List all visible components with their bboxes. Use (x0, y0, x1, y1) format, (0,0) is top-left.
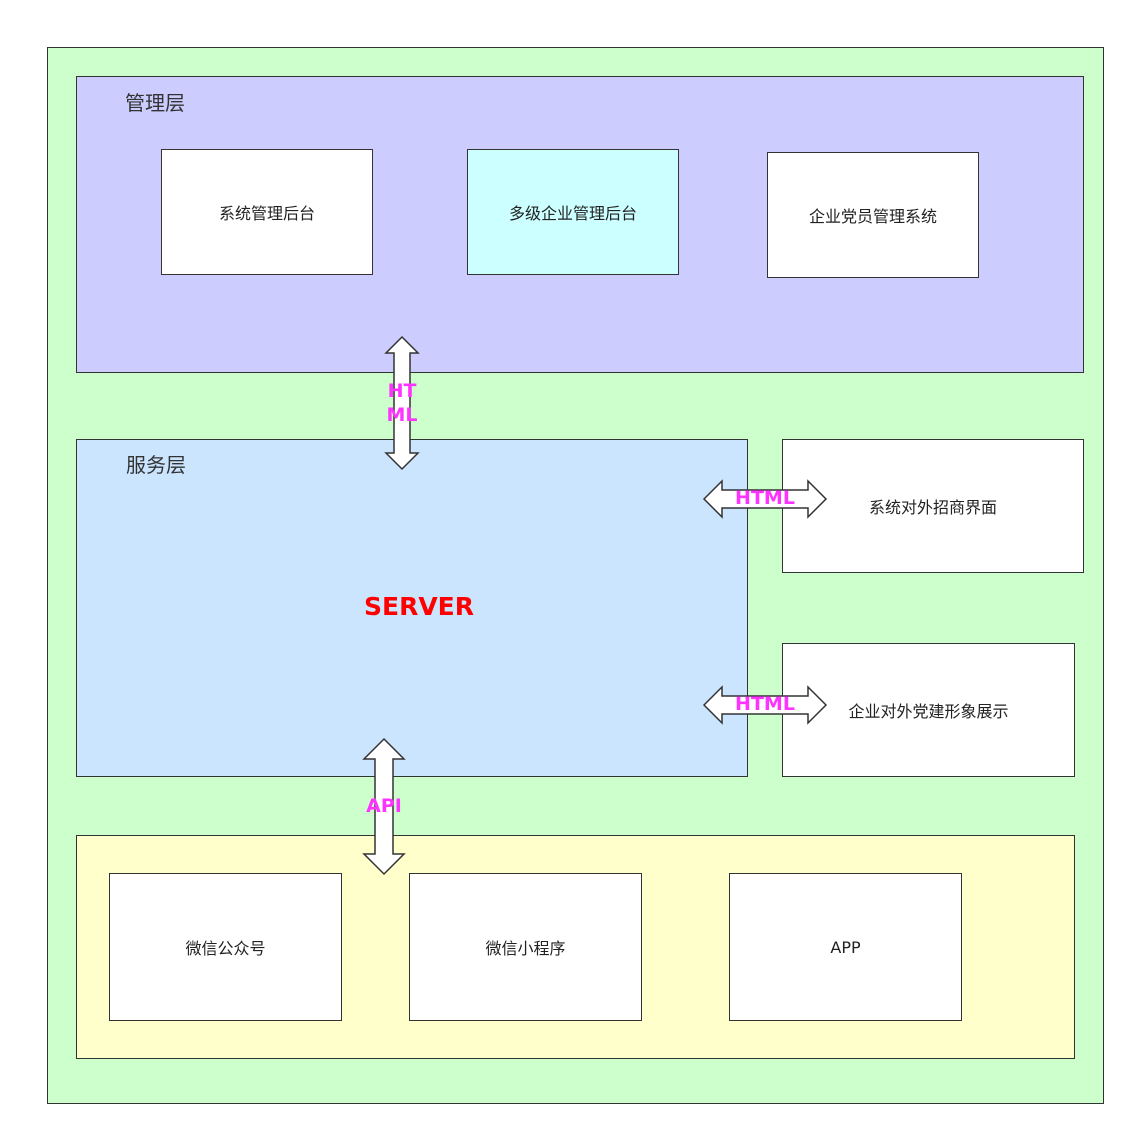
wechat-mini-program-label: 微信小程序 (485, 939, 566, 958)
management-layer-title: 管理层 (125, 91, 185, 115)
app-label: APP (830, 937, 861, 957)
service-layer-title: 服务层 (126, 453, 186, 477)
party-member-system-box[interactable]: 企业党员管理系统 (767, 152, 979, 278)
external-investment-page-label: 系统对外招商界面 (868, 498, 997, 517)
mgmt-service-connector-label: HT ML (372, 379, 432, 427)
wechat-official-account-label: 微信公众号 (185, 939, 266, 958)
wechat-mini-program-box[interactable]: 微信小程序 (409, 873, 642, 1021)
service-external-bottom-connector-label: HTML (735, 693, 795, 715)
party-image-display-label: 企业对外党建形象展示 (848, 702, 1009, 721)
party-image-display-box[interactable]: 企业对外党建形象展示 (782, 643, 1075, 777)
server-label: SERVER (364, 592, 475, 621)
service-client-double-arrow (362, 737, 406, 876)
system-admin-backend-label: 系统管理后台 (218, 204, 315, 223)
external-investment-page-box[interactable]: 系统对外招商界面 (782, 439, 1084, 573)
service-external-bottom-double-arrow (702, 685, 828, 725)
service-layer: 服务层 SERVER (76, 439, 748, 777)
multilevel-enterprise-backend-box[interactable]: 多级企业管理后台 (467, 149, 679, 275)
mgmt-service-connector-label-line1: HT (387, 380, 417, 402)
wechat-official-account-box[interactable]: 微信公众号 (109, 873, 342, 1021)
service-external-top-connector-label: HTML (735, 487, 795, 509)
system-admin-backend-box[interactable]: 系统管理后台 (161, 149, 373, 275)
service-client-connector-label: API (366, 795, 402, 817)
app-box[interactable]: APP (729, 873, 962, 1021)
mgmt-service-double-arrow (384, 335, 420, 471)
party-member-system-label: 企业党员管理系统 (808, 207, 937, 226)
multilevel-enterprise-backend-label: 多级企业管理后台 (508, 204, 637, 223)
service-external-top-double-arrow (702, 479, 828, 519)
mgmt-service-connector-label-line2: ML (386, 404, 418, 426)
